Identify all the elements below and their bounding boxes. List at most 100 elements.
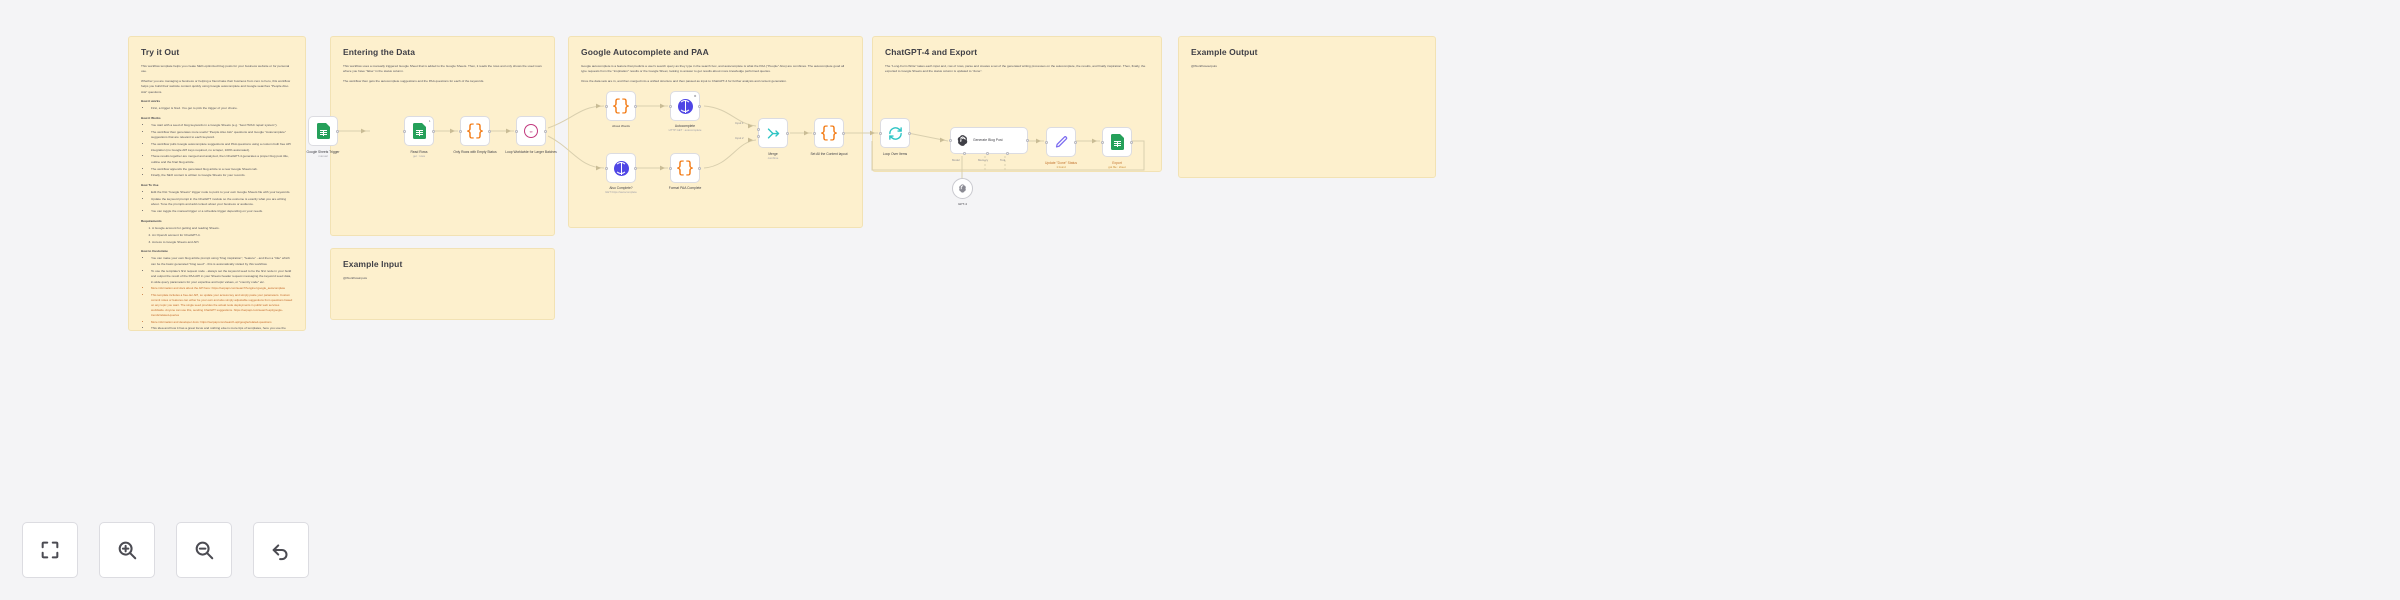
input-port[interactable] [515, 129, 518, 133]
section-heading: Requirements [141, 218, 162, 223]
paragraph: This workflow uses a manually triggered … [343, 64, 542, 74]
list-item: You can make your own blog article promp… [151, 256, 293, 267]
list-item-link[interactable]: This template includes a free-tier API, … [151, 293, 293, 318]
node-title: Generate Blog Post [973, 138, 1003, 143]
node-label: Format PAA Complete [668, 186, 702, 190]
output-port[interactable] [488, 129, 491, 133]
output-port[interactable] [786, 131, 789, 135]
section-heading: How To Use [141, 182, 159, 187]
paragraph: Once the data sets are in, and then merg… [581, 78, 787, 83]
input-port[interactable] [403, 129, 406, 133]
google-sheets-icon [1110, 134, 1124, 150]
input-port[interactable] [605, 104, 608, 108]
output-port[interactable] [634, 166, 637, 170]
zoom-in-button[interactable] [99, 522, 155, 578]
input-port[interactable] [1045, 140, 1048, 144]
node-label: Loop Over Items [882, 152, 908, 156]
paragraph: The workflow then gets the autocomplete … [343, 78, 485, 83]
node-only-rows-empty-status[interactable]: {} Only Rows with Empty Status [453, 116, 497, 154]
input-port[interactable] [669, 104, 672, 108]
reset-view-button[interactable] [253, 522, 309, 578]
input-port[interactable] [879, 131, 882, 135]
loop-icon: ∞ [524, 124, 538, 138]
node-label: Set All the Content layout [810, 152, 848, 156]
sticky-note-example-output[interactable]: Example Output @Workflowoutputs [1178, 36, 1436, 178]
zoom-in-icon [118, 541, 137, 560]
node-generate-blog-post[interactable]: Generate Blog Post [949, 127, 1029, 155]
sticky-title: Example Output [1191, 47, 1258, 57]
code-braces-icon: {} [611, 97, 631, 115]
node-loop-larger-batches[interactable]: ∞ Loop Worldwide for Larger Batches [505, 116, 557, 154]
node-format-paa-complete[interactable]: {} Format PAA Complete [669, 153, 701, 190]
fit-to-view-button[interactable] [22, 522, 78, 578]
globe-icon [613, 160, 629, 176]
input-port[interactable] [605, 166, 608, 170]
output-port[interactable] [634, 104, 637, 108]
node-set-content-layout[interactable]: {} Set All the Content layout [810, 118, 848, 156]
sticky-title: ChatGPT-4 and Export [885, 47, 978, 57]
node-google-sheets-trigger[interactable]: Google Sheets Trigger manual [307, 116, 340, 158]
zoom-out-button[interactable] [176, 522, 232, 578]
list-item: The workflow then generates more useful … [151, 130, 293, 141]
sticky-title: Entering the Data [343, 47, 416, 57]
list-item: Edit the first "Google Sheets" trigger n… [151, 190, 293, 195]
list-item: You can toggle the manual trigger or a s… [151, 209, 293, 214]
input-port[interactable] [669, 166, 672, 170]
output-port[interactable] [908, 131, 911, 135]
output-port[interactable] [842, 131, 845, 135]
list-item: The workflow appends the generated blog … [151, 167, 293, 172]
node-label: About Words [612, 124, 630, 128]
ai-memory-port[interactable] [986, 152, 989, 155]
paragraph: This workflow template helps you create … [141, 64, 290, 74]
code-braces-icon: {} [465, 122, 485, 140]
output-port[interactable] [1130, 140, 1133, 144]
list-item: An OpenAI account for ChatGPT-4. [152, 233, 293, 238]
paragraph: Whether you are managing a business or h… [141, 78, 291, 94]
ai-model-label: Model [952, 158, 960, 162]
list-item: These results together are merged and an… [151, 154, 293, 165]
list-item: To use the template's first request node… [151, 269, 293, 285]
node-also-complete[interactable]: Also Complete? GET https://autocomplete [605, 153, 637, 194]
sticky-body: This workflow template helps you create … [141, 64, 293, 330]
ai-tool-label: Tool [1000, 158, 1006, 162]
sticky-note-example-input[interactable]: Example Input @Workflowinputs [330, 248, 555, 320]
output-port[interactable] [544, 129, 547, 133]
input-port[interactable] [459, 129, 462, 133]
list-item-link[interactable]: More information and developer docs: htt… [151, 320, 293, 325]
node-update-done-status[interactable]: Update "Done" Status 1 found [1045, 127, 1077, 169]
globe-icon [677, 98, 693, 114]
merge-input-2-label: Input 2 [735, 136, 744, 140]
node-gpt-4[interactable]: GPT-4 [952, 178, 973, 206]
list-item: A Google account for getting and reading… [152, 226, 293, 231]
node-about-words[interactable]: {} About Words [605, 91, 637, 128]
output-port[interactable] [1026, 139, 1029, 142]
input-port[interactable] [1101, 140, 1104, 144]
canvas-toolbar[interactable] [22, 522, 309, 578]
input-port-2[interactable] [757, 135, 760, 139]
node-read-rows[interactable]: 1 Read Rows get : rows [403, 116, 435, 158]
ai-model-port[interactable] [963, 152, 966, 155]
input-port[interactable] [949, 139, 952, 142]
node-merge[interactable]: Merge combine [757, 118, 789, 160]
output-port[interactable] [698, 166, 701, 170]
output-port[interactable] [432, 129, 435, 133]
sticky-note-try-it-out[interactable]: Try it Out This workflow template helps … [128, 36, 306, 331]
list-item-link[interactable]: More information and docs about the API … [151, 286, 293, 291]
node-label: Loop Worldwide for Larger Batches [505, 150, 557, 154]
pencil-icon [1055, 135, 1067, 147]
node-autocomplete[interactable]: ⚙ Autocomplete HTTP GET : autocomplete [669, 91, 701, 132]
section-heading: How to Customize [141, 249, 168, 254]
output-port[interactable] [698, 104, 701, 108]
ai-tool-port[interactable] [1006, 152, 1009, 155]
node-loop-over-items[interactable]: Loop Over Items [879, 118, 911, 156]
sticky-body: The "Long-Form Write" takes each input a… [885, 64, 1149, 75]
output-port[interactable] [1074, 140, 1077, 144]
code-braces-icon: {} [819, 124, 839, 142]
output-port[interactable] [336, 129, 339, 133]
node-export[interactable]: Export got file : sheet [1101, 127, 1133, 169]
list-item: Update the keyword prompt in the ChatGPT… [151, 197, 293, 208]
input-port[interactable] [813, 131, 816, 135]
sticky-body: @Workflowinputs [343, 276, 542, 281]
input-port-1[interactable] [757, 127, 760, 131]
